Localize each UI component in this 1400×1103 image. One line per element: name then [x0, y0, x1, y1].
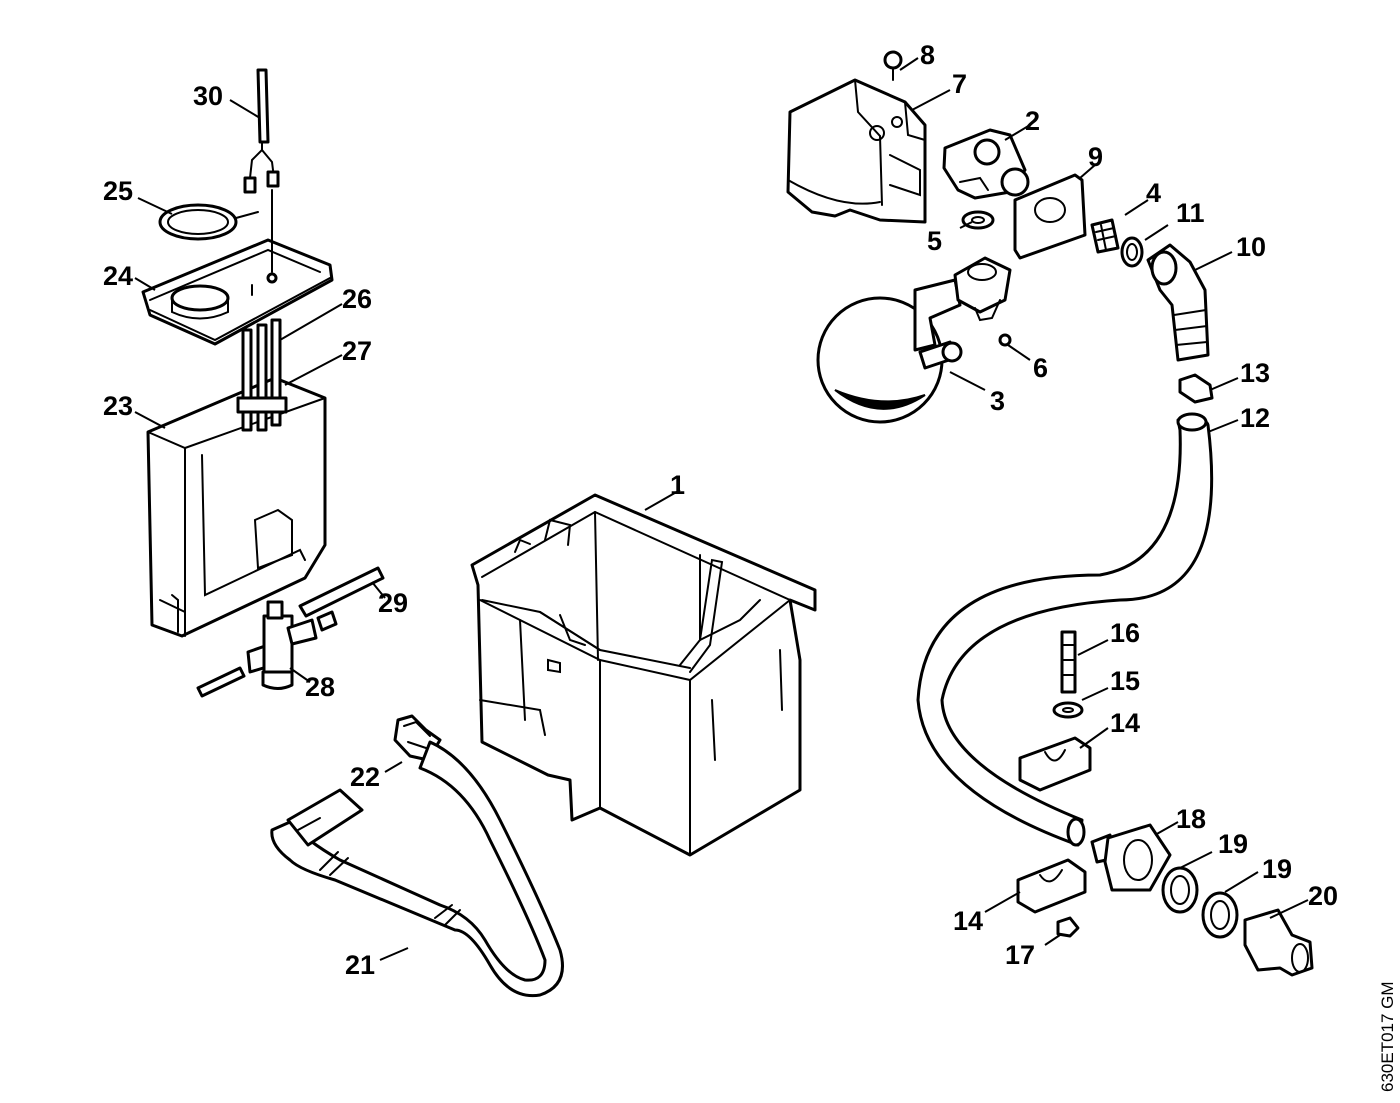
callout-7: 7	[952, 69, 967, 99]
callout-20: 20	[1308, 881, 1338, 911]
callout-24: 24	[103, 261, 133, 291]
part-7-8-cover	[786, 50, 927, 224]
callout-30: 30	[193, 81, 223, 111]
part-10-elbow	[1146, 243, 1210, 362]
part-14-15-16-17-clamp-hardware	[1016, 630, 1092, 938]
part-23-tank	[146, 376, 327, 638]
callout-6: 6	[1033, 353, 1048, 383]
callout-14b: 14	[953, 906, 983, 936]
callout-16: 16	[1110, 618, 1140, 648]
callout-25: 25	[103, 176, 133, 206]
drawing-code: 630ET017 GM	[1378, 981, 1397, 1092]
part-24-tank-lid	[141, 238, 334, 346]
callout-22: 22	[350, 762, 380, 792]
callout-2: 2	[1025, 106, 1040, 136]
part-25-ring	[158, 203, 259, 241]
callout-28: 28	[305, 672, 335, 702]
part-28-29-tee-fitting	[196, 566, 385, 698]
callout-5: 5	[927, 226, 942, 256]
callout-9: 9	[1088, 142, 1103, 172]
leader-lines	[134, 57, 1309, 961]
callout-17: 17	[1005, 940, 1035, 970]
callout-23: 23	[103, 391, 133, 421]
callout-11: 11	[1176, 198, 1205, 228]
callout-12: 12	[1240, 403, 1270, 433]
callout-19a: 19	[1218, 829, 1248, 859]
callout-29: 29	[378, 588, 408, 618]
part-3-6-float	[816, 256, 1012, 424]
callout-15: 15	[1110, 666, 1140, 696]
callout-1: 1	[670, 470, 685, 500]
part-12-13-long-hose	[916, 373, 1214, 847]
callout-14a: 14	[1110, 708, 1140, 738]
part-18-19-20-couplings	[1090, 823, 1314, 977]
callout-labels: 1 2 3 4 5 6 7 8 9 10 11 12 13 14 14 15 1…	[103, 40, 1338, 980]
part-26-27-30-level-sensor	[236, 68, 288, 432]
callout-3: 3	[990, 386, 1005, 416]
callout-13: 13	[1240, 358, 1270, 388]
callout-26: 26	[342, 284, 372, 314]
callout-27: 27	[342, 336, 372, 366]
callout-21: 21	[345, 950, 375, 980]
callout-19b: 19	[1262, 854, 1292, 884]
callout-10: 10	[1236, 232, 1266, 262]
part-21-22-hose	[270, 714, 564, 998]
part-9-gasket	[1013, 173, 1087, 260]
part-2-5-valve	[942, 128, 1030, 230]
callout-18: 18	[1176, 804, 1206, 834]
callout-4: 4	[1146, 178, 1161, 208]
part-4-11-strainer-seal	[1090, 218, 1144, 268]
callout-8: 8	[920, 40, 935, 70]
part-1-tub	[470, 493, 817, 857]
